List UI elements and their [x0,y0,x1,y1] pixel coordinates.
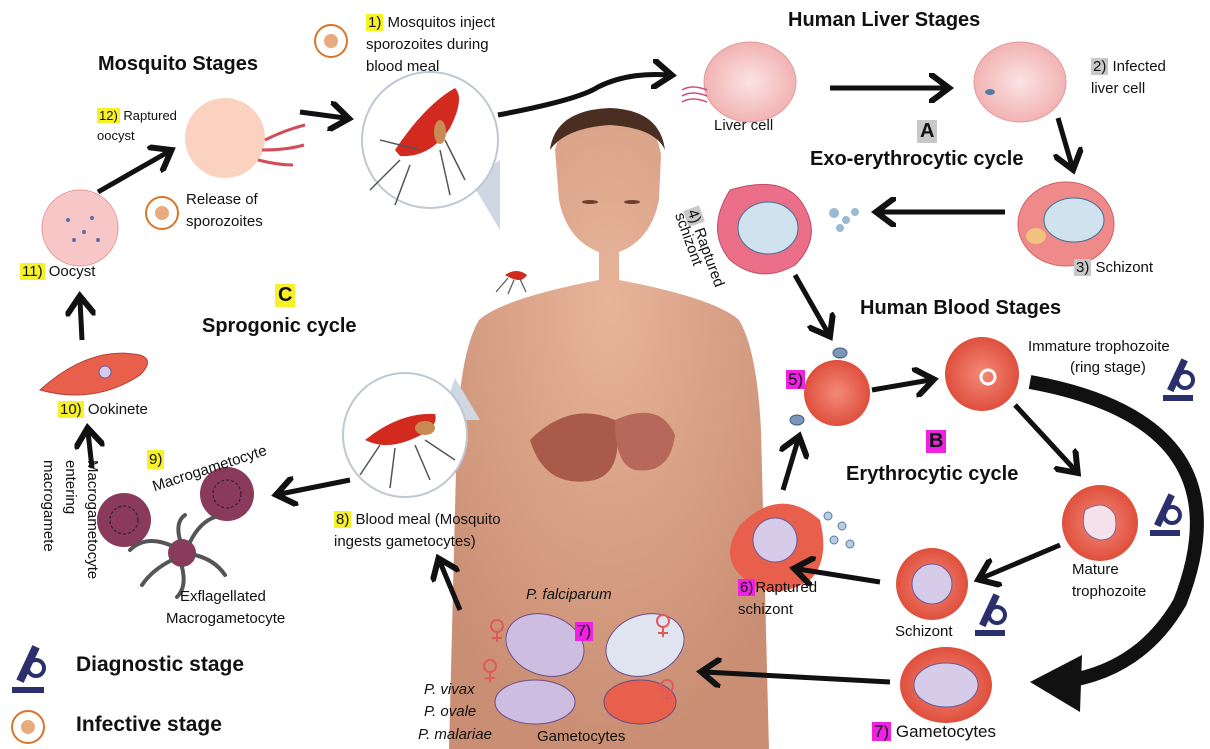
p-falciparum-label: P. falciparum [526,585,612,604]
step-11-number: 11) [20,263,45,280]
step-10-text: Ookinete [88,401,148,418]
rbc-5 [804,360,870,426]
letter-c: C [275,284,295,307]
mature-trophozoite-label-2: trophozoite [1072,582,1146,601]
legend-infective: Infective stage [76,713,222,737]
macrogamete [97,493,151,547]
step-1-text-2: sporozoites during [366,35,489,54]
p-ovale-label: P. ovale [424,702,476,721]
step-6-number: 6) [738,579,755,596]
step-1-text-3: blood meal [366,57,439,76]
ookinete [40,353,148,395]
step-7-text: Gametocytes [896,722,996,741]
sporogonic-cycle-heading: Sprogonic cycle [202,315,357,338]
letter-b: B [926,430,946,453]
exflagellated-label-1: Exflagellated [180,587,266,606]
step-1-number: 1) [366,14,383,31]
p-malariae-label: P. malariae [418,725,492,744]
liver-cell [704,42,796,122]
liver-cell-label: Liver cell [714,116,773,135]
blood-stages-heading: Human Blood Stages [860,297,1061,320]
step-11-text: Oocyst [49,263,96,280]
immature-trophozoite-label: Immature trophozoite [1028,337,1170,356]
mature-trophozoite-label-1: Mature [1072,560,1119,579]
blood-schizont-label: Schizont [895,622,953,641]
mosquito-bite-inset [362,72,500,230]
step-8-text-2: ingests gametocytes) [334,532,476,551]
step-6-label: 6)Raptured [738,578,817,597]
mosquito-icon [496,271,527,294]
release-label-1: Release of [186,190,258,209]
step-12-label: 12) Raptured [97,106,177,125]
ring-stage-label: (ring stage) [1070,358,1146,377]
mosquito-stages-heading: Mosquito Stages [98,53,258,76]
raptured-oocyst [185,98,305,178]
step-10-number: 10) [58,401,84,418]
liver-stages-heading: Human Liver Stages [788,9,980,32]
step-3-text: Schizont [1096,259,1154,276]
step-12-text-2: oocyst [97,126,135,145]
entering-label-3: macrogamete [39,460,58,552]
step-2-text-1: Infected [1113,58,1166,75]
step-6-text-1: Raptured [755,579,817,596]
erythrocytic-cycle-heading: Erythrocytic cycle [846,463,1018,486]
step-6-text-2: schizont [738,600,793,619]
step-12-text-1: Raptured [123,108,176,123]
entering-label-2: entering [61,460,80,514]
step-2-label: 2) Infected [1091,57,1166,76]
step-1-label: 1) Mosquitos inject [366,13,495,32]
exflagellated-label-2: Macrogametocyte [166,609,285,628]
release-label-2: sporozoites [186,212,263,231]
step-2-number: 2) [1091,58,1108,75]
infected-liver-cell [974,42,1066,122]
step-3-label: 3) Schizont [1074,258,1153,277]
step-8-number: 8) [334,511,351,528]
step-10-label: 10) Ookinete [58,400,148,419]
step-1-text-1: Mosquitos inject [388,14,496,31]
step-11-label: 11) Oocyst [20,262,95,281]
step-7-number: 7) [872,722,891,741]
letter-a: A [917,120,937,143]
step-7-label: 7) Gametocytes [872,722,996,741]
step-8-label: 8) Blood meal (Mosquito [334,510,501,529]
step-2-text-2: liver cell [1091,79,1145,98]
step-8-text-1: Blood meal (Mosquito [356,511,501,528]
step-12-number: 12) [97,108,120,123]
entering-label-1: Macrogametocyte [83,460,102,579]
step-5-number: 5) [786,370,805,389]
step-9-number: 9) [147,450,164,469]
legend-diagnostic: Diagnostic stage [76,653,244,677]
p-vivax-label: P. vivax [424,680,475,699]
gametocytes-small-label: Gametocytes [537,727,625,746]
oocyst [42,190,118,266]
step-7b-number: 7) [575,622,593,641]
exo-cycle-heading: Exo-erythrocytic cycle [810,148,1023,171]
step-3-number: 3) [1074,259,1091,276]
